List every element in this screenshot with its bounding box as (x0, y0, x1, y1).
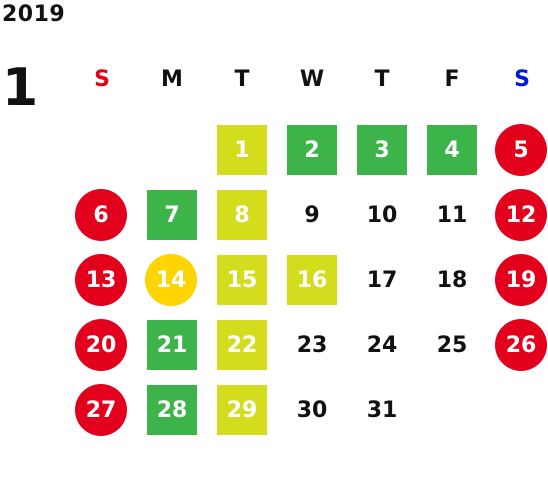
day-24[interactable]: 24 (366, 332, 398, 358)
day-19[interactable]: 19 (495, 254, 547, 306)
calendar-cell: 11 (417, 183, 487, 248)
day-22[interactable]: 22 (217, 320, 267, 370)
day-10[interactable]: 10 (366, 202, 398, 228)
weekday-wednesday: W (299, 67, 325, 92)
day-1[interactable]: 1 (217, 125, 267, 175)
calendar-cell: 29 (207, 378, 277, 443)
calendar-cell: 23 (277, 313, 347, 378)
day-3[interactable]: 3 (357, 125, 407, 175)
day-16[interactable]: 16 (287, 255, 337, 305)
day-2[interactable]: 2 (287, 125, 337, 175)
weekday-sunday: S (94, 67, 110, 92)
day-18[interactable]: 18 (436, 267, 468, 293)
calendar-cell: 28 (137, 378, 207, 443)
calendar-cell: 13 (67, 248, 137, 313)
day-8[interactable]: 8 (217, 190, 267, 240)
calendar-cell: 18 (417, 248, 487, 313)
calendar-cell: 5 (487, 118, 548, 183)
calendar-cell: 30 (277, 378, 347, 443)
day-6[interactable]: 6 (75, 189, 127, 241)
day-9[interactable]: 9 (304, 202, 320, 228)
calendar-cell: 22 (207, 313, 277, 378)
calendar-cell: 19 (487, 248, 548, 313)
day-20[interactable]: 20 (75, 319, 127, 371)
month-number: 1 (2, 58, 39, 118)
calendar-cell: 8 (207, 183, 277, 248)
calendar-cell (487, 378, 548, 443)
calendar-cell: 9 (277, 183, 347, 248)
day-5[interactable]: 5 (495, 124, 547, 176)
weekday-saturday: S (514, 67, 530, 92)
calendar-cell: 3 (347, 118, 417, 183)
calendar-cell: 27 (67, 378, 137, 443)
day-25[interactable]: 25 (436, 332, 468, 358)
calendar-cell: 17 (347, 248, 417, 313)
day-7[interactable]: 7 (147, 190, 197, 240)
day-27[interactable]: 27 (75, 384, 127, 436)
calendar-cell: 4 (417, 118, 487, 183)
calendar-cell: 16 (277, 248, 347, 313)
calendar-cell: 1 (207, 118, 277, 183)
day-13[interactable]: 13 (75, 254, 127, 306)
day-11[interactable]: 11 (436, 202, 468, 228)
calendar-cell: 25 (417, 313, 487, 378)
weekday-friday: F (444, 67, 460, 92)
calendar-cell: 7 (137, 183, 207, 248)
calendar-cell (137, 118, 207, 183)
day-12[interactable]: 12 (495, 189, 547, 241)
day-17[interactable]: 17 (366, 267, 398, 293)
calendar-cell: 14 (137, 248, 207, 313)
calendar-cell: 12 (487, 183, 548, 248)
day-26[interactable]: 26 (495, 319, 547, 371)
calendar-cell: 10 (347, 183, 417, 248)
weekday-monday: M (161, 67, 183, 92)
day-15[interactable]: 15 (217, 255, 267, 305)
day-14[interactable]: 14 (145, 254, 197, 306)
calendar-cell: 26 (487, 313, 548, 378)
weekday-tuesday: T (234, 67, 250, 92)
calendar-cell: 15 (207, 248, 277, 313)
day-21[interactable]: 21 (147, 320, 197, 370)
calendar-cell: 21 (137, 313, 207, 378)
day-28[interactable]: 28 (147, 385, 197, 435)
calendar-cell (67, 118, 137, 183)
day-4[interactable]: 4 (427, 125, 477, 175)
year-label: 2019 (2, 2, 66, 27)
day-30[interactable]: 30 (296, 397, 328, 423)
weekday-thursday: T (374, 67, 390, 92)
calendar-cell (417, 378, 487, 443)
calendar-cell: 24 (347, 313, 417, 378)
calendar-cell: 20 (67, 313, 137, 378)
calendar-cell: 2 (277, 118, 347, 183)
calendar-cell: 6 (67, 183, 137, 248)
calendar-cell: 31 (347, 378, 417, 443)
day-23[interactable]: 23 (296, 332, 328, 358)
day-29[interactable]: 29 (217, 385, 267, 435)
day-31[interactable]: 31 (366, 397, 398, 423)
